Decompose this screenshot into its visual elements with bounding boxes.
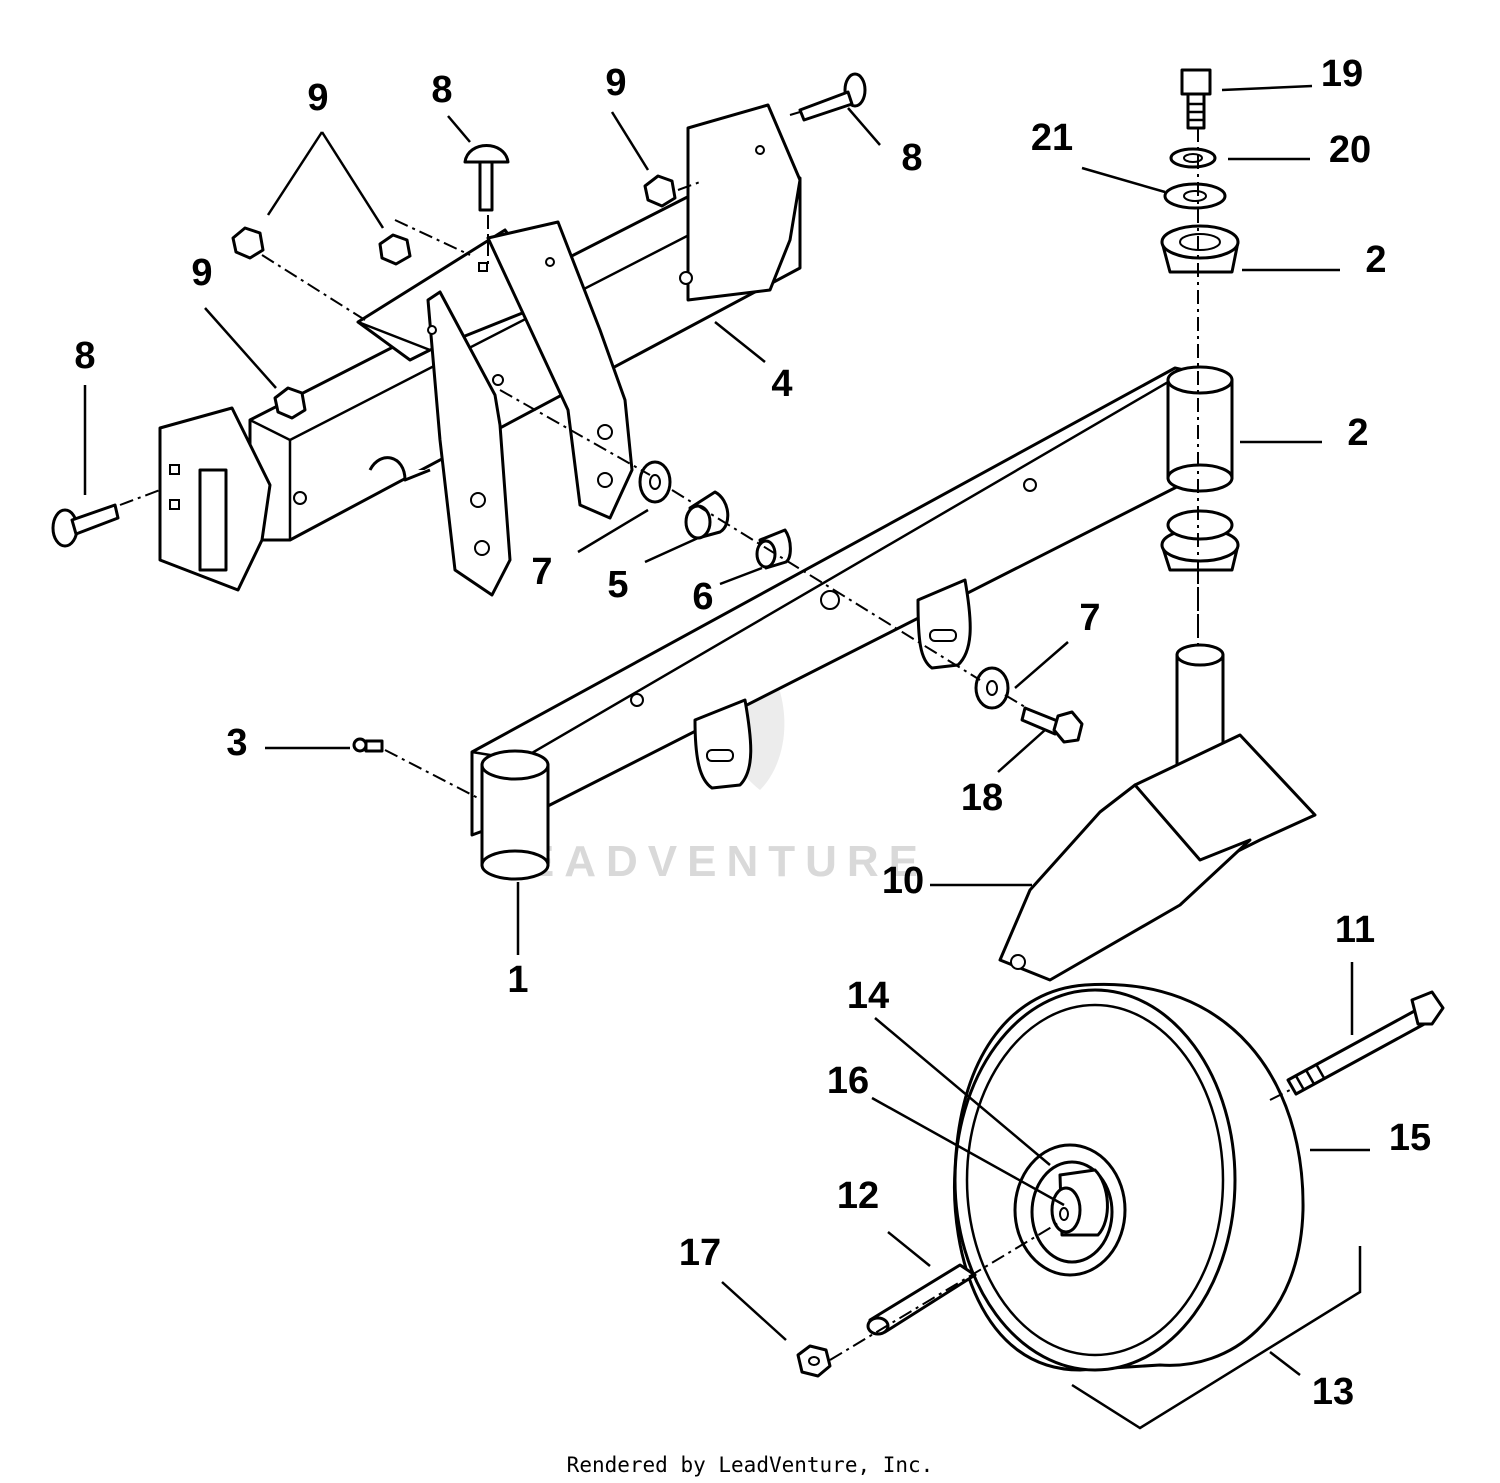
callout-21: 21 bbox=[1031, 117, 1073, 159]
bushing-6 bbox=[755, 528, 792, 570]
spindle-fork-10 bbox=[998, 643, 1317, 982]
callout-8: 8 bbox=[431, 69, 452, 111]
callout-19: 19 bbox=[1321, 53, 1363, 95]
nut-9-a bbox=[231, 226, 265, 260]
washer-7-lower bbox=[974, 666, 1010, 710]
grease-fitting-3 bbox=[352, 737, 384, 753]
callout-9: 9 bbox=[605, 62, 626, 104]
nut-9-d bbox=[273, 386, 307, 420]
callouts: 9 8 9 8 9 8 4 19 20 21 2 2 7 5 6 7 18 3 … bbox=[74, 53, 1431, 1413]
spacer-12 bbox=[866, 1263, 977, 1336]
callout-20: 20 bbox=[1329, 129, 1371, 171]
carriage-bolt-8-left bbox=[51, 503, 120, 548]
callout-8: 8 bbox=[74, 335, 95, 377]
callout-16: 16 bbox=[827, 1060, 869, 1102]
callout-6: 6 bbox=[692, 576, 713, 618]
bolt-18 bbox=[1020, 706, 1084, 744]
washer-7-upper bbox=[638, 460, 672, 504]
washer-20 bbox=[1169, 147, 1217, 169]
callout-17: 17 bbox=[679, 1232, 721, 1274]
bushing-5 bbox=[684, 490, 730, 540]
callout-1: 1 bbox=[507, 959, 528, 1001]
callout-13: 13 bbox=[1312, 1371, 1354, 1413]
axle-bolt-11 bbox=[1286, 990, 1445, 1096]
callout-14: 14 bbox=[847, 975, 889, 1017]
nut-9-b bbox=[378, 233, 412, 266]
callout-2: 2 bbox=[1365, 239, 1386, 281]
callout-12: 12 bbox=[837, 1175, 879, 1217]
callout-2: 2 bbox=[1347, 412, 1368, 454]
watermark-text: LEADVENTURE bbox=[488, 837, 928, 886]
bushing-lower bbox=[1160, 509, 1240, 572]
center-lines bbox=[119, 111, 1291, 1361]
callout-7: 7 bbox=[1079, 597, 1100, 639]
callout-8: 8 bbox=[901, 137, 922, 179]
leader-lines bbox=[83, 84, 1370, 1430]
callout-15: 15 bbox=[1389, 1117, 1431, 1159]
washer-21 bbox=[1163, 182, 1227, 210]
callout-18: 18 bbox=[961, 777, 1003, 819]
callout-9: 9 bbox=[307, 77, 328, 119]
callout-4: 4 bbox=[771, 363, 792, 405]
nut-9-c bbox=[643, 174, 677, 208]
pivot-tube-2 bbox=[1166, 365, 1234, 493]
nut-17 bbox=[796, 1344, 832, 1378]
bolt-19 bbox=[1180, 68, 1212, 130]
wheel-13 bbox=[952, 982, 1305, 1372]
carriage-bolt-8-top bbox=[463, 144, 510, 212]
callout-5: 5 bbox=[607, 564, 628, 606]
callout-9: 9 bbox=[191, 252, 212, 294]
callout-3: 3 bbox=[226, 722, 247, 764]
footer-credit: Rendered by LeadVenture, Inc. bbox=[567, 1453, 934, 1477]
callout-11: 11 bbox=[1335, 909, 1375, 951]
callout-10: 10 bbox=[882, 860, 924, 902]
callout-7: 7 bbox=[531, 551, 552, 593]
bushing-2-upper bbox=[1160, 224, 1240, 274]
carriage-bolt-8-right bbox=[798, 72, 867, 122]
frame-bracket-4 bbox=[158, 103, 802, 597]
axle-1 bbox=[470, 366, 1222, 881]
